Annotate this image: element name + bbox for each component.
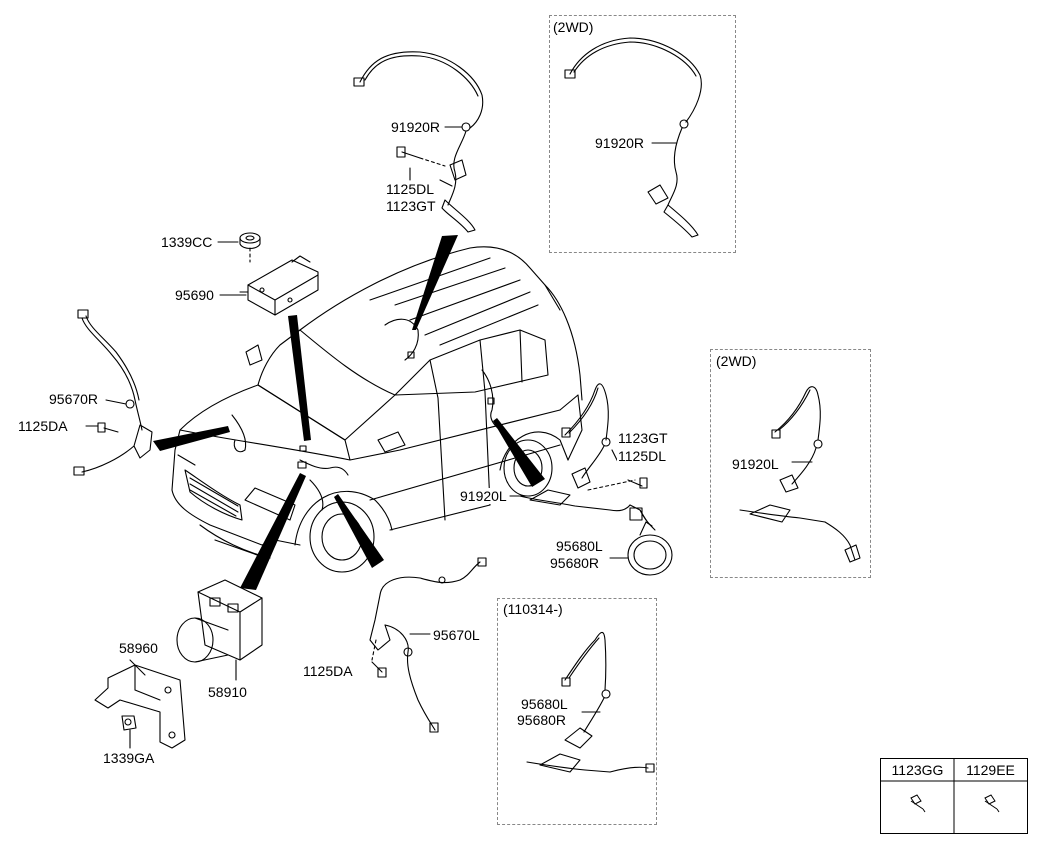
part-label-91920l-2wd: 91920L bbox=[731, 456, 780, 472]
part-label-95680r: 95680R bbox=[516, 712, 568, 728]
option-box-2wd-top bbox=[549, 15, 736, 253]
part-label-95690: 95690 bbox=[174, 287, 215, 303]
bolt-icon bbox=[910, 794, 1000, 813]
part-label-1125da: 1125DA bbox=[17, 418, 69, 434]
part-label-1123gt: 1123GT bbox=[385, 198, 437, 214]
part-label-91920l: 91920L bbox=[459, 488, 508, 504]
part-label-58910: 58910 bbox=[207, 684, 248, 700]
part-label-95680l: 95680L bbox=[520, 696, 569, 712]
legend-grid bbox=[881, 759, 1027, 833]
part-label-91920r: 91920R bbox=[390, 119, 442, 135]
part-label-1125dl: 1125DL bbox=[385, 181, 436, 197]
part-label-95670l: 95670L bbox=[432, 627, 481, 643]
part-label-1125da: 1125DA bbox=[302, 663, 354, 679]
legend-header-1123gg: 1123GG bbox=[891, 762, 944, 778]
part-label-91920r-2wd: 91920R bbox=[594, 135, 646, 151]
part-label-95670r: 95670R bbox=[48, 391, 100, 407]
fastener-legend-table: 1123GG 1129EE bbox=[880, 758, 1028, 834]
part-label-1125dl: 1125DL bbox=[617, 448, 668, 464]
part-label-95680l: 95680L bbox=[555, 538, 604, 554]
part-label-1339cc: 1339CC bbox=[160, 234, 214, 250]
part-label-1339ga: 1339GA bbox=[102, 750, 156, 766]
legend-header-1129ee: 1129EE bbox=[966, 762, 1015, 778]
option-box-title: (2WD) bbox=[716, 353, 757, 369]
part-label-58960: 58960 bbox=[118, 640, 159, 656]
vehicle-illustration bbox=[171, 246, 583, 573]
option-box-2wd-mid bbox=[710, 349, 871, 578]
option-box-date bbox=[497, 598, 657, 825]
part-label-1123gt: 1123GT bbox=[617, 430, 669, 446]
part-label-95680r: 95680R bbox=[549, 555, 601, 571]
option-box-title: (2WD) bbox=[553, 19, 594, 35]
option-box-title: (110314-) bbox=[503, 601, 563, 617]
